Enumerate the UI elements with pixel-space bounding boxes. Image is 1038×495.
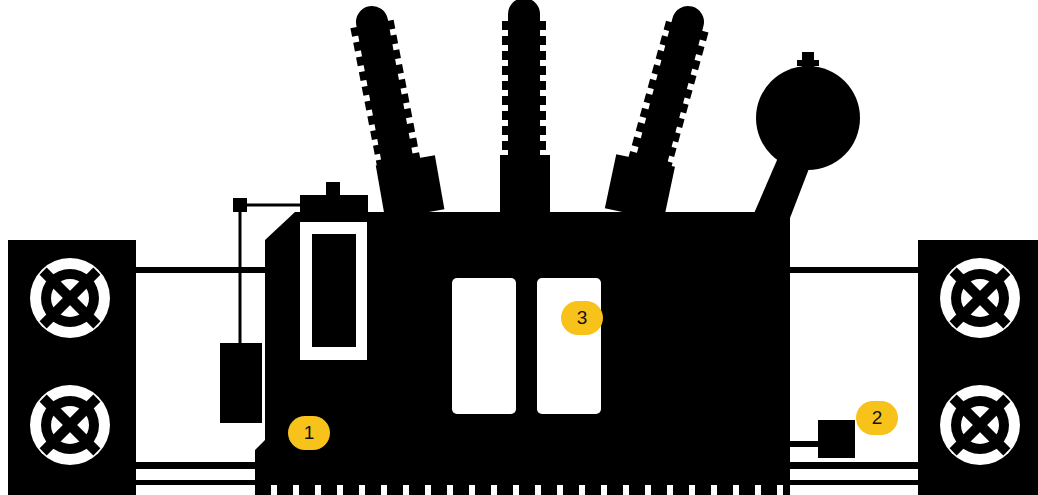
- lever-arm: [220, 198, 302, 423]
- conservator: [752, 52, 860, 218]
- tank-base: [255, 484, 790, 495]
- main-tank: [255, 212, 790, 455]
- cooling-fan-bank: [8, 240, 136, 495]
- bushing: [500, 14, 550, 215]
- tap-changer: [300, 182, 368, 360]
- bushing: [605, 22, 688, 221]
- tank-base: [255, 452, 790, 484]
- tank-window: [452, 278, 516, 414]
- tank-window: [537, 278, 601, 414]
- cooling-fan-bank: [918, 240, 1038, 495]
- sensor-box: [785, 420, 855, 458]
- callout-number: 3: [561, 301, 603, 335]
- callout-number: 1: [288, 416, 330, 450]
- bushing: [372, 22, 444, 220]
- callout-number: 2: [856, 401, 898, 435]
